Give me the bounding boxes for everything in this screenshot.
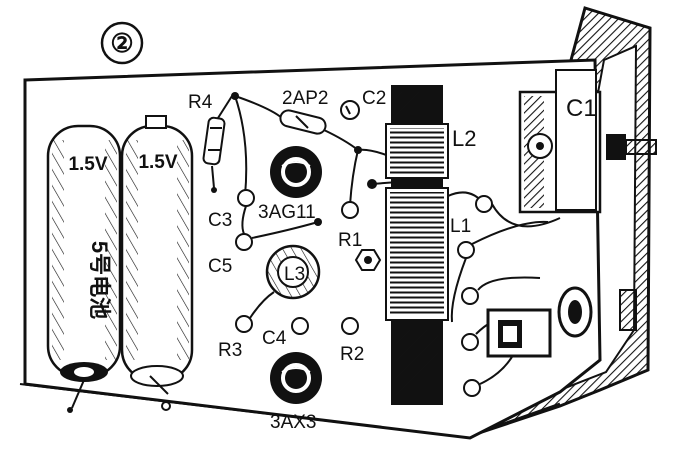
figure-number-text: ② <box>110 28 133 58</box>
label-c4: C4 <box>262 328 287 349</box>
label-r4: R4 <box>188 92 213 113</box>
pad-r3 <box>235 315 253 333</box>
pad-r2 <box>341 317 359 335</box>
label-l1: L1 <box>450 216 471 237</box>
ferrite-antenna <box>385 85 449 405</box>
figure-number: ② <box>100 21 144 65</box>
label-l2: L2 <box>452 126 476 151</box>
label-c1: C1 <box>566 95 597 122</box>
variable-capacitor-c1 <box>518 69 657 214</box>
label-l3: L3 <box>284 264 305 285</box>
transistor-3ag11 <box>270 146 322 198</box>
resistor-r4 <box>202 95 233 193</box>
label-c3: C3 <box>208 210 232 231</box>
battery-left-voltage: 1.5V <box>68 154 107 175</box>
label-c5: C5 <box>208 256 232 277</box>
battery-left: 1.5V 5号电池 <box>46 124 122 413</box>
label-r2: R2 <box>340 344 364 365</box>
diode-2ap2 <box>279 109 327 135</box>
label-diode: 2AP2 <box>282 88 328 109</box>
battery-left-side-text: 5号电池 <box>87 241 112 319</box>
battery-right: 1.5V <box>120 115 194 411</box>
battery-right-voltage: 1.5V <box>138 152 177 173</box>
wiring-right <box>447 191 561 397</box>
label-r1: R1 <box>338 230 362 251</box>
pad-c4 <box>291 317 309 335</box>
nut <box>354 249 382 271</box>
pad-c5 <box>235 205 322 251</box>
pad-c3 <box>237 189 255 207</box>
label-transistor-bottom: 3AX3 <box>270 412 316 433</box>
label-r3: R3 <box>218 340 242 361</box>
transistor-3ax3 <box>270 352 322 404</box>
capacitor-c2 <box>340 100 360 120</box>
coil-l3 <box>249 244 321 319</box>
label-c2: C2 <box>362 88 386 109</box>
pad-r1 <box>341 201 359 219</box>
earphone-jack <box>486 286 637 358</box>
label-transistor-top: 3AG11 <box>258 202 316 223</box>
